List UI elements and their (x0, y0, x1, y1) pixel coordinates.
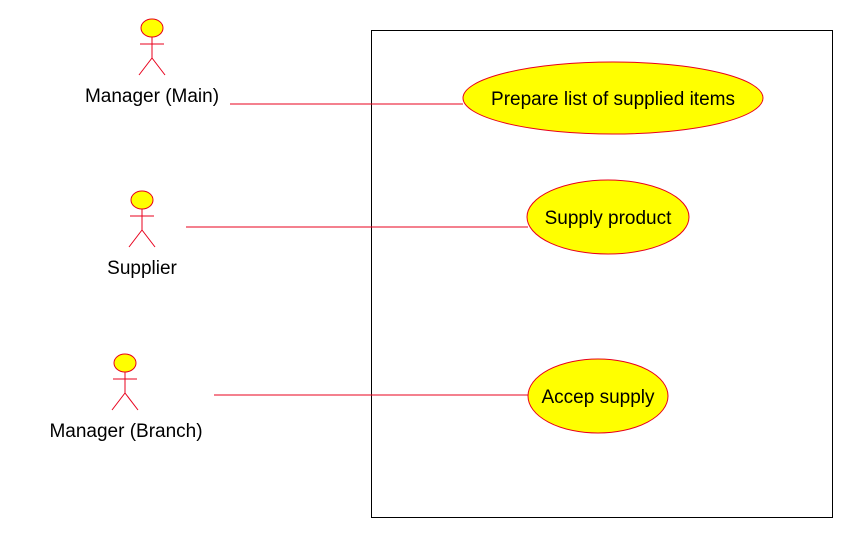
usecase-prepare-list[interactable]: Prepare list of supplied items (462, 61, 764, 135)
usecase-label: Accep supply (541, 387, 655, 408)
actor-manager-branch[interactable]: Manager (Branch) (49, 353, 203, 442)
actor-supplier[interactable]: Supplier (107, 190, 178, 279)
usecase-label: Supply product (545, 208, 672, 229)
actor-manager-main[interactable]: Manager (Main) (85, 18, 219, 107)
actor-stick-figure-icon (111, 353, 139, 411)
associations (186, 103, 528, 396)
actor-label: Manager (Main) (85, 86, 219, 107)
actor-label: Supplier (107, 258, 177, 279)
usecase-ellipse (462, 61, 764, 135)
usecase-supply-product[interactable]: Supply product (526, 179, 690, 255)
usecase-ellipse (526, 179, 690, 255)
system-boundary (371, 30, 833, 518)
actor-stick-figure-icon (138, 18, 166, 76)
usecase-label: Prepare list of supplied items (491, 89, 735, 110)
actor-label: Manager (Branch) (49, 421, 202, 442)
usecase-accep-supply[interactable]: Accep supply (527, 358, 669, 434)
actor-stick-figure-icon (128, 190, 156, 248)
usecase-ellipse (527, 358, 669, 434)
